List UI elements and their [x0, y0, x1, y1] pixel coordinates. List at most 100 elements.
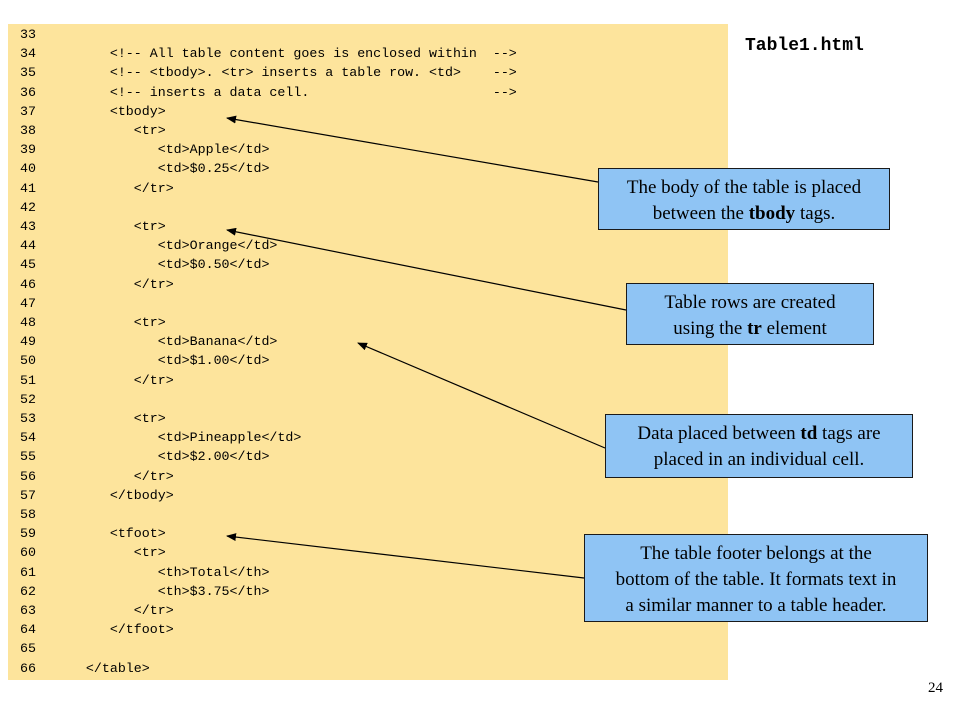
- code-line: 55 <td>$2.00</td>: [20, 447, 270, 466]
- code-line: 54 <td>Pineapple</td>: [20, 428, 302, 447]
- code-text: <tr>: [46, 219, 166, 234]
- code-line: 48 <tr>: [20, 313, 166, 332]
- callout-tfoot-line1: The table footer belongs at the: [640, 543, 872, 564]
- line-number: 40: [20, 161, 36, 177]
- line-number: 38: [20, 123, 36, 138]
- callout-td-line1: Data placed between td tags are: [637, 423, 881, 444]
- code-line: 63 </tr>: [20, 601, 174, 620]
- line-number: 54: [20, 430, 36, 446]
- line-number: 44: [20, 238, 36, 254]
- arrow-td: [357, 342, 606, 449]
- line-number: 64: [20, 622, 36, 638]
- line-number: 36: [20, 84, 36, 100]
- code-line: 38 <tr>: [20, 121, 166, 140]
- code-line: 64 </tfoot>: [20, 620, 174, 639]
- code-line: 53 <tr>: [20, 409, 166, 428]
- line-number: 63: [20, 603, 36, 618]
- code-text: </tr>: [46, 603, 174, 618]
- code-text: <tr>: [46, 545, 166, 561]
- line-number: 45: [20, 257, 36, 273]
- code-line: 46 </tr>: [20, 275, 174, 294]
- code-text: <th>$3.75</th>: [46, 583, 270, 599]
- line-number: 39: [20, 142, 36, 158]
- callout-tbody: The body of the table is placed between …: [598, 168, 890, 230]
- code-text: <!-- <tbody>. <tr> inserts a table row. …: [46, 65, 517, 81]
- page-number: 24: [928, 680, 943, 696]
- line-number: 41: [20, 180, 36, 196]
- line-number: 55: [20, 449, 36, 465]
- line-number: 61: [20, 564, 36, 580]
- code-line: 50 <td>$1.00</td>: [20, 351, 270, 370]
- code-text: </table>: [46, 660, 150, 676]
- code-text: </tfoot>: [46, 622, 174, 638]
- code-line: 41 </tr>: [20, 179, 174, 198]
- code-line: 44 <td>Orange</td>: [20, 236, 277, 255]
- code-text: <td>Banana</td>: [46, 334, 278, 350]
- code-text: <tr>: [46, 315, 166, 330]
- line-number: 42: [20, 199, 36, 215]
- line-number: 48: [20, 315, 36, 330]
- code-line: 60 <tr>: [20, 543, 166, 562]
- code-listing-panel: 33 34 <!-- All table content goes is encl…: [8, 24, 728, 680]
- line-number: 33: [20, 27, 36, 42]
- line-number: 60: [20, 545, 36, 561]
- code-line: 36 <!-- inserts a data cell. -->: [20, 83, 517, 102]
- code-line: 45 <td>$0.50</td>: [20, 255, 270, 274]
- code-line: 62 <th>$3.75</th>: [20, 582, 270, 601]
- code-text: <td>$0.25</td>: [46, 161, 270, 177]
- code-line: 34 <!-- All table content goes is enclos…: [20, 44, 517, 63]
- code-line: 40 <td>$0.25</td>: [20, 159, 270, 178]
- callout-tfoot: The table footer belongs at the bottom o…: [584, 534, 928, 622]
- code-text: </tr>: [46, 276, 174, 292]
- code-line: 52: [20, 390, 46, 409]
- callout-td-line2: placed in an individual cell.: [653, 449, 865, 470]
- code-text: <td>Pineapple</td>: [46, 430, 302, 446]
- code-text: <tr>: [46, 123, 166, 138]
- line-number: 59: [20, 526, 36, 542]
- line-number: 50: [20, 353, 36, 369]
- line-number: 43: [20, 219, 36, 234]
- code-text: </tbody>: [46, 487, 174, 503]
- code-text: <tbody>: [46, 103, 166, 119]
- line-number: 57: [20, 487, 36, 503]
- code-line: 57 </tbody>: [20, 486, 174, 505]
- callout-tbody-line1: The body of the table is placed: [626, 177, 862, 198]
- code-line: 35 <!-- <tbody>. <tr> inserts a table ro…: [20, 63, 517, 82]
- callout-tr-line1: Table rows are created: [664, 292, 836, 313]
- line-number: 51: [20, 372, 36, 388]
- line-number: 62: [20, 583, 36, 599]
- arrow-tr: [226, 227, 627, 311]
- code-line: 65: [20, 639, 46, 658]
- code-text: </tr>: [46, 180, 174, 196]
- code-text: <td>$2.00</td>: [46, 449, 270, 465]
- line-number: 56: [20, 468, 36, 484]
- line-number: 34: [20, 46, 36, 62]
- code-text: <th>Total</th>: [46, 564, 270, 580]
- file-title: Table1.html: [745, 36, 864, 56]
- code-text: </tr>: [46, 468, 174, 484]
- callout-tbody-line2: between the tbody tags.: [652, 203, 836, 224]
- code-text: <td>$0.50</td>: [46, 257, 270, 273]
- line-number: 46: [20, 276, 36, 292]
- code-text: <tr>: [46, 411, 166, 426]
- line-number: 35: [20, 65, 36, 81]
- arrow-tbody: [226, 115, 599, 183]
- arrow-tfoot: [226, 533, 585, 579]
- code-line: 51 </tr>: [20, 371, 174, 390]
- code-text: <td>Apple</td>: [46, 142, 270, 158]
- callout-tr-line2: using the tr element: [673, 318, 827, 339]
- line-number: 53: [20, 411, 36, 426]
- code-text: <td>$1.00</td>: [46, 353, 270, 369]
- line-number: 47: [20, 295, 36, 311]
- line-number: 58: [20, 507, 36, 522]
- callout-tfoot-line3: a similar manner to a table header.: [625, 595, 887, 616]
- code-line: 33: [20, 25, 46, 44]
- line-number: 66: [20, 660, 36, 676]
- code-line: 47: [20, 294, 46, 313]
- code-line: 59 <tfoot>: [20, 524, 166, 543]
- callout-td: Data placed between td tags are placed i…: [605, 414, 913, 478]
- code-text: <!-- All table content goes is enclosed …: [46, 46, 517, 62]
- code-line: 42: [20, 198, 46, 217]
- line-number: 37: [20, 103, 36, 119]
